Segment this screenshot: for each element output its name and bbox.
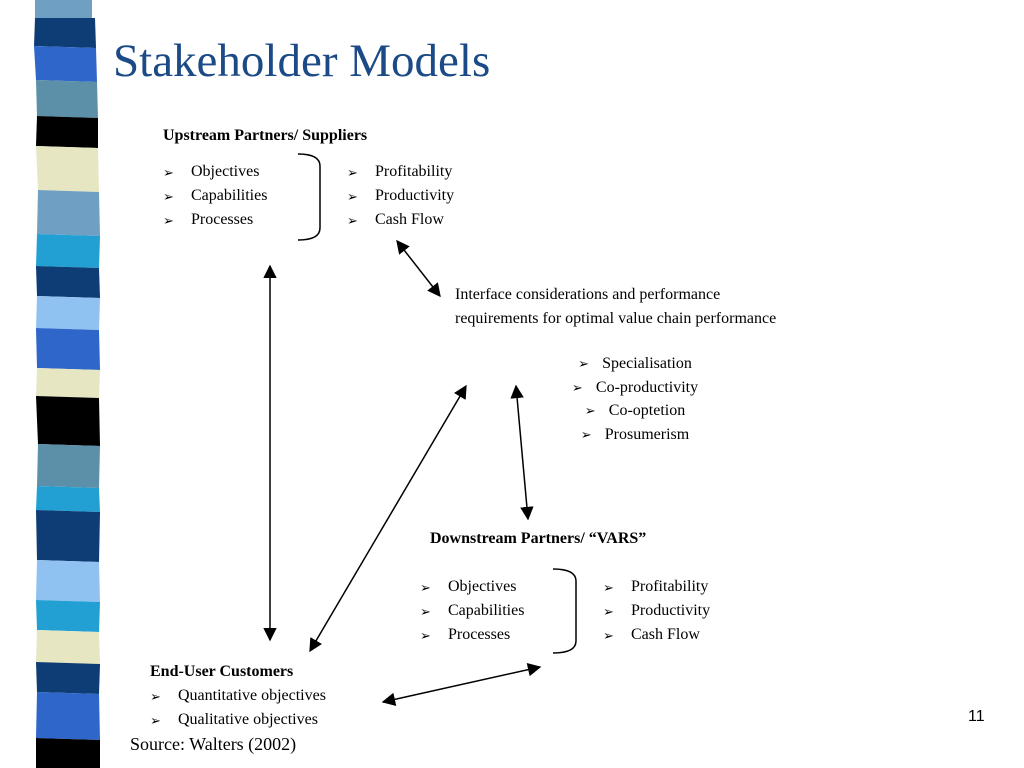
list-item-label: Objectives (191, 163, 260, 180)
end-user-heading: End-User Customers (150, 663, 294, 680)
upstream-left-list: ➢ Objectives ➢ Capabilities ➢ Processes (163, 160, 267, 232)
list-item: ➢ Cash Flow (603, 623, 710, 647)
list-item: ➢ Objectives (420, 575, 524, 599)
arrowhead-bullet-icon: ➢ (347, 188, 358, 204)
list-item-label: Qualitative objectives (178, 711, 318, 728)
arrowhead-bullet-icon: ➢ (580, 426, 592, 442)
list-item: ➢ Quantitative objectives (150, 684, 326, 708)
list-item-label: Processes (448, 626, 511, 643)
list-item: ➢ Co-productivity (520, 376, 750, 400)
page-number: 11 (968, 708, 985, 725)
list-item-label: Objectives (448, 578, 517, 595)
arrowhead-bullet-icon: ➢ (603, 603, 614, 619)
arrowhead-bullet-icon: ➢ (584, 403, 596, 419)
list-item-label: Co-productivity (595, 378, 699, 396)
arrowhead-bullet-icon: ➢ (347, 212, 358, 228)
interface-list: ➢ Specialisation ➢ Co-productivity ➢ Co-opt… (520, 352, 750, 446)
list-item: ➢ Profitability (603, 575, 710, 599)
arrowhead-bullet-icon: ➢ (571, 379, 583, 395)
list-item-label: Capabilities (191, 187, 268, 204)
double-headed-arrow-icon (381, 663, 542, 706)
list-item: ➢ Capabilities (163, 184, 267, 208)
arrowhead-bullet-icon: ➢ (420, 579, 431, 595)
list-item: ➢ Productivity (603, 599, 710, 623)
list-item-label: Cash Flow (631, 626, 700, 643)
downstream-left-list: ➢ Objectives ➢ Capabilities ➢ Processes (420, 575, 524, 647)
list-item: ➢ Cash Flow (347, 208, 454, 232)
arrowhead-bullet-icon: ➢ (603, 627, 614, 643)
arrowhead-bullet-icon: ➢ (163, 212, 174, 228)
end-user-list: ➢ Quantitative objectives ➢ Qualitative ob… (150, 684, 326, 732)
arrowhead-bullet-icon: ➢ (163, 188, 174, 204)
upstream-heading: Upstream Partners/ Suppliers (163, 127, 368, 144)
list-item: ➢ Qualitative objectives (150, 708, 326, 732)
list-item: ➢ Processes (163, 208, 267, 232)
list-item-label: Profitability (631, 578, 709, 595)
right-brace-icon (552, 568, 577, 654)
list-item: ➢ Capabilities (420, 599, 524, 623)
arrowhead-bullet-icon: ➢ (603, 579, 614, 595)
list-item: ➢ Productivity (347, 184, 454, 208)
arrowhead-bullet-icon: ➢ (150, 688, 161, 704)
list-item-label: Profitability (375, 163, 453, 180)
list-item-label: Processes (191, 211, 254, 228)
double-headed-arrow-icon (396, 239, 441, 298)
right-brace-icon (297, 153, 321, 241)
decorative-side-strip (0, 0, 118, 768)
arrowhead-bullet-icon: ➢ (347, 164, 358, 180)
slide-title: Stakeholder Models (113, 35, 491, 87)
downstream-heading: Downstream Partners/ “VARS” (430, 530, 647, 547)
downstream-right-list: ➢ Profitability ➢ Productivity ➢ Cash Flow (603, 575, 710, 647)
list-item-label: Prosumerism (604, 425, 690, 443)
interface-description: Interface considerations and performance… (455, 286, 777, 327)
list-item-label: Specialisation (602, 355, 692, 372)
list-item: ➢ Processes (420, 623, 524, 647)
list-item: ➢ Co-optetion (520, 399, 750, 423)
list-item: ➢ Profitability (347, 160, 454, 184)
list-item: ➢ Specialisation (520, 352, 750, 376)
source-citation: Source: Walters (2002) (130, 734, 297, 754)
list-item-label: Productivity (375, 187, 455, 204)
list-item-label: Cash Flow (375, 211, 444, 228)
list-item-label: Co-optetion (608, 402, 686, 419)
list-item-label: Productivity (631, 602, 711, 619)
list-item: ➢ Prosumerism (520, 423, 750, 447)
arrowhead-bullet-icon: ➢ (578, 356, 590, 372)
arrowhead-bullet-icon: ➢ (420, 603, 431, 619)
list-item: ➢ Objectives (163, 160, 267, 184)
list-item-label: Capabilities (448, 602, 525, 619)
upstream-right-list: ➢ Profitability ➢ Productivity ➢ Cash Flow (347, 160, 454, 232)
list-item-label: Quantitative objectives (178, 687, 326, 704)
arrowhead-bullet-icon: ➢ (163, 164, 174, 180)
arrowhead-bullet-icon: ➢ (420, 627, 431, 643)
arrowhead-bullet-icon: ➢ (150, 712, 161, 728)
